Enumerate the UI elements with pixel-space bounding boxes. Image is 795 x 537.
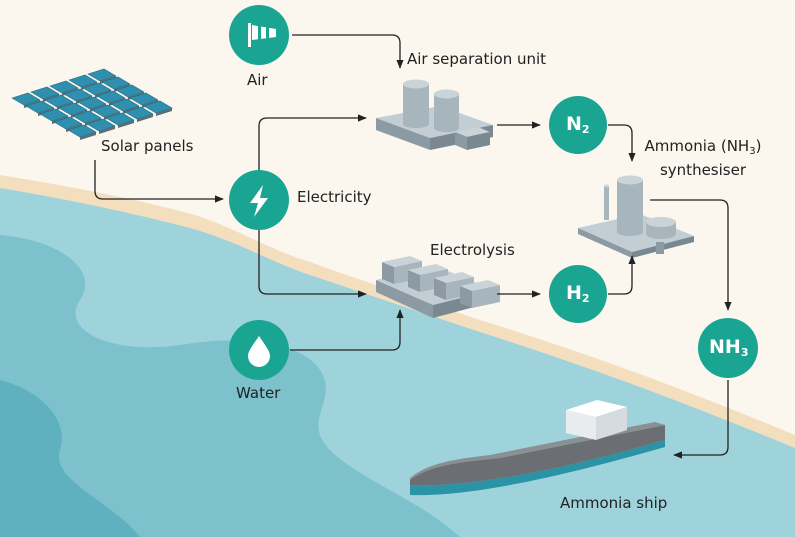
h2-subscript: 2 [581,292,590,305]
arrow-n2-to-synthesiser [608,124,636,162]
air-separation-label: Air separation unit [407,50,547,68]
arrow-nh3-to-ship [673,380,729,459]
sea-mid [0,235,460,537]
air-label: Air [247,71,268,89]
flow-arrows [94,34,732,459]
n2-subscript: 2 [581,123,590,136]
arrow-water-to-electrolysis [290,309,404,351]
solar-panel-edge [137,114,153,122]
electrolysis-fin-top [434,272,474,283]
n2-node-circle [549,96,607,154]
electrolysis-fin-top [382,256,422,267]
ammonia-ship-label: Ammonia ship [560,494,668,512]
sea-dark [0,380,140,537]
electrolysis-label: Electrolysis [430,241,515,259]
solar-panel-edge [80,132,96,140]
water-node [229,320,289,380]
arrow-synthesiser-to-nh3 [650,199,732,311]
electricity-label: Electricity [297,188,372,206]
arrow-electricity-to-separation [258,114,367,170]
arrow-air-to-separation [292,34,404,69]
n2-node-label: N2 [566,113,590,136]
arrow-electricity-to-electrolysis [258,230,367,298]
water-label: Water [236,384,281,402]
air-separation-unit-icon [376,79,493,150]
solar-panels-label: Solar panels [101,137,194,155]
nh3-subscript: 3 [740,346,749,359]
air-node [229,5,289,65]
windsock-icon [248,23,276,47]
n2-symbol: N [566,113,582,135]
solar-panel-edge [118,120,134,128]
electrolysis-fin-top [408,264,448,275]
ammonia-synthesiser-label: Ammonia (NH3) synthesiser [640,137,766,179]
electrolysis-fin-front [434,278,446,300]
ammonia-synthesiser-icon [578,175,694,258]
solar-panel-edge [156,108,172,116]
electrolysis-fin-front [460,286,472,308]
h2-node-circle [549,265,607,323]
electrolysis-fin-front [382,262,394,284]
ammonia-synthesiser-close: ) [755,137,762,155]
ammonia-ship-icon [410,400,665,496]
ammonia-synthesiser-line1: Ammonia (NH3) [640,137,766,161]
nh3-node-circle [698,318,758,378]
lightning-bolt-icon [250,185,268,217]
arrow-h2-to-synthesiser [608,255,636,295]
electrolysis-fin-side [472,285,500,308]
ammonia-synthesiser-line2: synthesiser [659,161,746,179]
electricity-node [229,170,289,230]
electrolysis-fin-top [460,280,500,291]
ammonia-synthesiser-text: Ammonia (NH [644,137,750,155]
h2-node-label: H2 [566,282,590,305]
arrow-solar-to-electricity [94,160,224,203]
solar-panels-icon [11,68,173,140]
nh3-node-label: NH3 [709,336,748,359]
electrolysis-unit-icon [376,256,500,318]
electrolysis-fin-front [408,270,420,292]
water-drop-icon [248,336,270,367]
solar-panel-edge [99,126,115,134]
nh3-symbol: NH [709,336,741,358]
ammonia-synthesiser-subscript: 3 [749,146,756,157]
h2-symbol: H [566,282,582,304]
